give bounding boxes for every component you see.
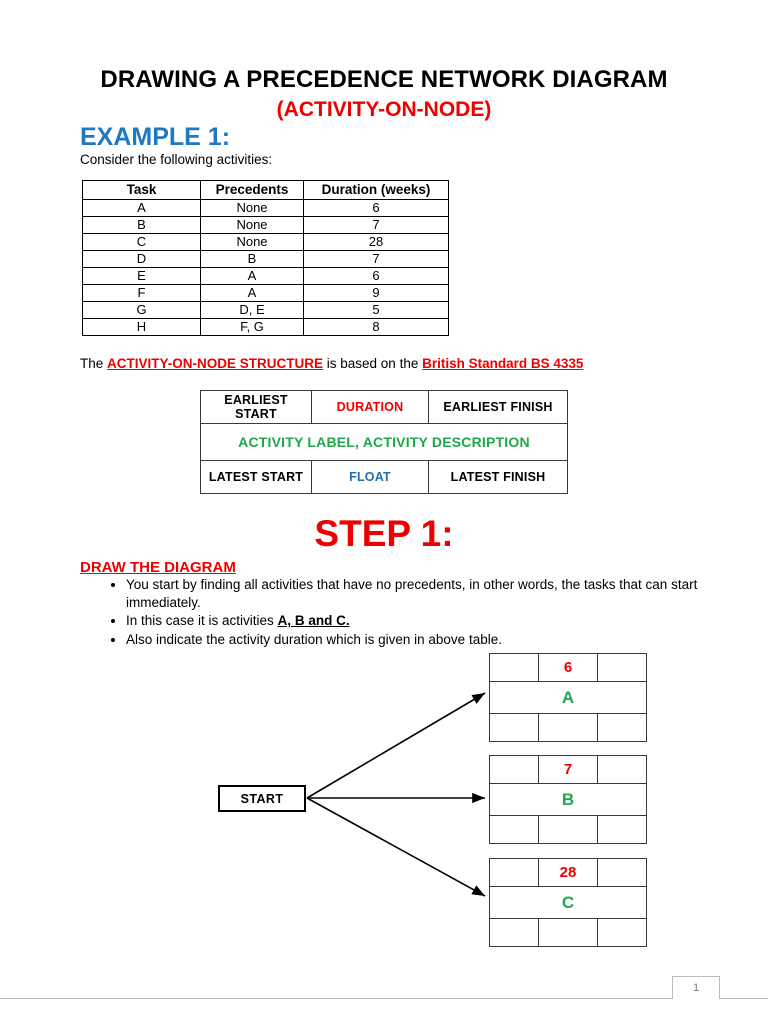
node-c-row-middle: C <box>489 886 647 919</box>
node-a-row-middle: A <box>489 681 647 714</box>
step-heading: STEP 1: <box>314 513 454 554</box>
node-b-earliest-start <box>489 755 539 784</box>
node-b-row-bottom <box>489 815 647 844</box>
node-a-float <box>538 713 598 742</box>
node-a-latest-start <box>489 713 539 742</box>
node-c-earliest-finish <box>597 858 647 887</box>
bullet-text: Also indicate the activity duration whic… <box>126 631 502 647</box>
sentence-part-2: is based on the <box>323 356 423 371</box>
node-c-float <box>538 918 598 947</box>
start-node-label: START <box>240 791 284 806</box>
cell-latest-finish: LATEST FINISH <box>428 460 568 494</box>
node-b-label: B <box>489 783 647 816</box>
table-cell: F, G <box>200 318 304 336</box>
arrow-start-to-a <box>306 692 486 799</box>
bullet-emphasis: A, B and C. <box>277 613 350 628</box>
aon-structure-box: EARLIEST START DURATION EARLIEST FINISH … <box>200 390 568 494</box>
aon-row-bottom: LATEST START FLOAT LATEST FINISH <box>200 460 568 494</box>
table-cell: 8 <box>303 318 449 336</box>
sentence-part-1: The <box>80 356 108 371</box>
structure-sentence: The ACTIVITY-ON-NODE STRUCTURE is based … <box>80 356 583 371</box>
node-c-row-bottom <box>489 918 647 947</box>
cell-float: FLOAT <box>311 460 429 494</box>
bullet-text: In this case it is activities <box>126 613 278 628</box>
page-number-label: 1 <box>692 982 700 994</box>
node-b-duration: 7 <box>538 755 598 784</box>
list-item: In this case it is activities A, B and C… <box>126 612 726 630</box>
node-a-row-top: 6 <box>489 653 647 682</box>
intro-line: Consider the following activities: <box>80 152 273 167</box>
page-number-box: 1 <box>672 976 720 999</box>
page-subtitle: (ACTIVITY-ON-NODE) <box>276 98 492 121</box>
node-c-latest-start <box>489 918 539 947</box>
node-b-earliest-finish <box>597 755 647 784</box>
node-a-label: A <box>489 681 647 714</box>
step-bullet-list: You start by finding all activities that… <box>102 576 726 649</box>
start-node: START <box>218 785 306 812</box>
node-b-row-middle: B <box>489 783 647 816</box>
british-standard-emphasis: British Standard BS 4335 <box>422 356 584 371</box>
footer-divider <box>0 998 768 999</box>
node-a-duration: 6 <box>538 653 598 682</box>
aon-structure-emphasis: ACTIVITY-ON-NODE STRUCTURE <box>107 356 324 371</box>
node-c-latest-finish <box>597 918 647 947</box>
page-title: DRAWING A PRECEDENCE NETWORK DIAGRAM <box>100 66 668 93</box>
node-c-label: C <box>489 886 647 919</box>
cell-duration: DURATION <box>311 390 429 424</box>
list-item: You start by finding all activities that… <box>126 576 726 611</box>
column-header-duration: Duration (weeks) <box>303 180 449 200</box>
step-subheading: DRAW THE DIAGRAM <box>80 559 236 576</box>
node-a-row-bottom <box>489 713 647 742</box>
activity-node-a: 6 A <box>489 653 647 742</box>
node-b-float <box>538 815 598 844</box>
cell-earliest-start: EARLIEST START <box>200 390 312 424</box>
node-a-earliest-finish <box>597 653 647 682</box>
list-item: Also indicate the activity duration whic… <box>126 631 726 649</box>
cell-latest-start: LATEST START <box>200 460 312 494</box>
node-b-row-top: 7 <box>489 755 647 784</box>
node-c-duration: 28 <box>538 858 598 887</box>
arrow-start-to-c <box>306 797 486 897</box>
example-heading: EXAMPLE 1: <box>80 123 231 151</box>
table-header-row: Task Precedents Duration (weeks) <box>82 180 449 200</box>
node-b-latest-start <box>489 815 539 844</box>
table-cell: None <box>200 233 304 251</box>
node-c-earliest-start <box>489 858 539 887</box>
node-a-earliest-start <box>489 653 539 682</box>
activity-node-b: 7 B <box>489 755 647 844</box>
node-c-row-top: 28 <box>489 858 647 887</box>
activity-node-c: 28 C <box>489 858 647 947</box>
node-a-latest-finish <box>597 713 647 742</box>
bullet-text: You start by finding all activities that… <box>126 577 698 610</box>
node-b-latest-finish <box>597 815 647 844</box>
